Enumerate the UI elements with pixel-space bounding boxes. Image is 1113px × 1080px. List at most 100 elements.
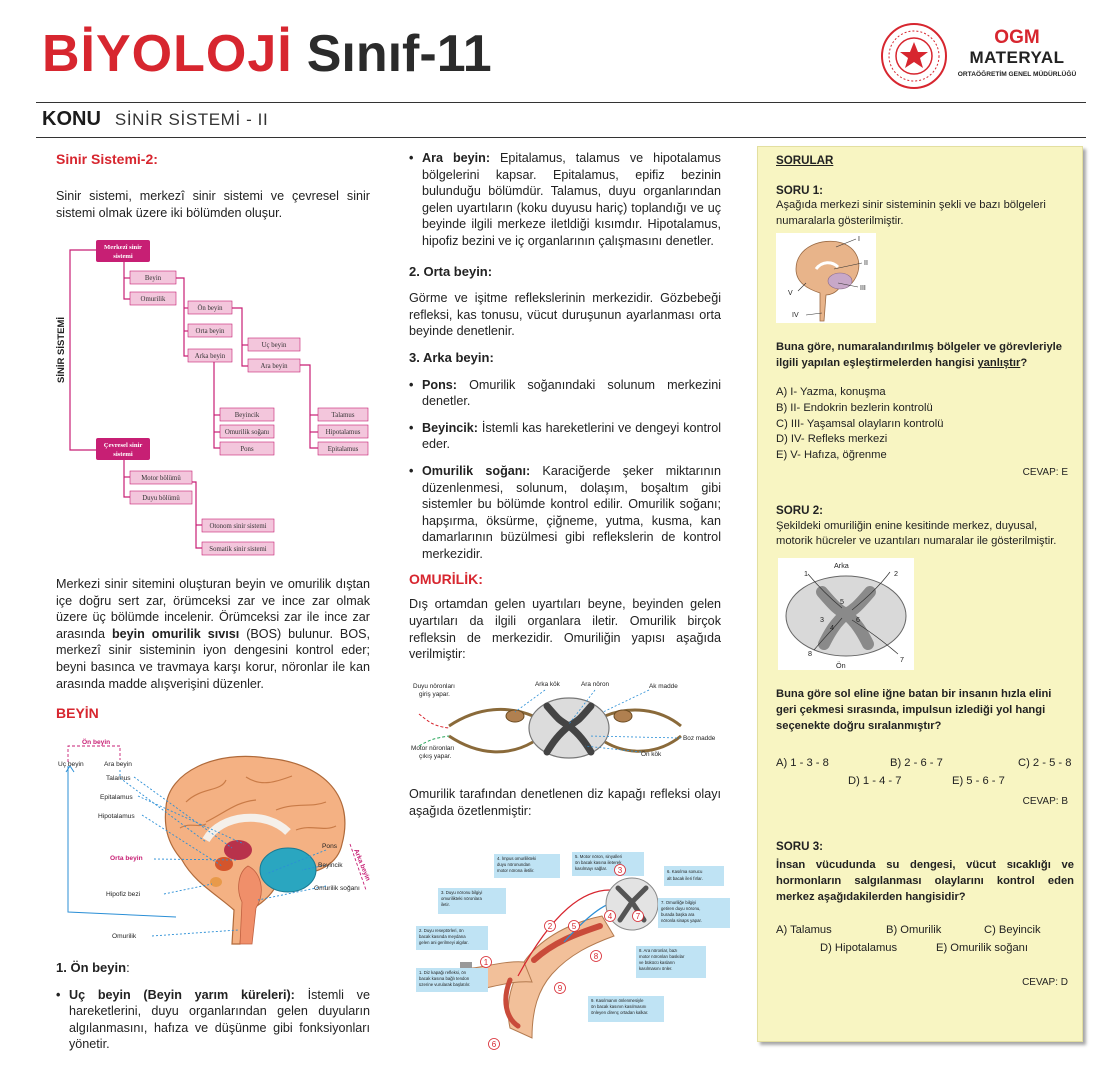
questions-heading: SORULAR bbox=[776, 154, 834, 167]
q1-text: Aşağıda merkezi sinir sisteminin şekli v… bbox=[776, 199, 1046, 227]
reflex-box-8-l4: kasılmasını önler. bbox=[639, 966, 672, 971]
reflex-box-5-l3: kasılmayı sağlar. bbox=[575, 866, 607, 871]
tree-node-beyin: Beyin bbox=[145, 275, 162, 282]
title-subject: BİYOLOJİ bbox=[42, 25, 293, 83]
q2-option-a[interactable]: A) 1 - 3 - 8 bbox=[776, 756, 829, 769]
section-title-omurilik: OMURİLİK: bbox=[409, 571, 483, 588]
cord-label-ak-madde: Ak madde bbox=[649, 683, 678, 690]
reflex-box-4-l3: motor nörona iletilir. bbox=[497, 868, 535, 873]
q3-question: İnsan vücudunda su dengesi, vücut sıcakl… bbox=[776, 858, 1074, 903]
q1-option-b[interactable]: B) II- Endokrin bezlerin kontrolü bbox=[776, 401, 933, 414]
q2-option-e[interactable]: E) 5 - 6 - 7 bbox=[952, 774, 1005, 787]
q1-option-d[interactable]: D) IV- Refleks merkezi bbox=[776, 433, 888, 446]
section-title-sinir-sistemi: Sinir Sistemi-2: bbox=[56, 151, 158, 167]
meninges-text-c: (BOS) bulunur. BOS, merkezî sinir sistem… bbox=[56, 626, 371, 691]
q1-option-c[interactable]: C) III- Yaşamsal olayların kontrolü bbox=[776, 417, 944, 430]
column-left-bottom: 1. Ön beyin: Uç beyin (Beyin yarım kürel… bbox=[56, 960, 370, 1053]
reflex-box-1-l2: bacak kasına bağlı tendon bbox=[419, 976, 470, 981]
q1-option-e[interactable]: E) V- Hafıza, öğrenme bbox=[776, 448, 887, 461]
q2-fig-arka: Arka bbox=[834, 561, 849, 570]
q3-option-b[interactable]: B) Omurilik bbox=[886, 923, 942, 936]
uc-beyin-bullet: Uç beyin (Beyin yarım küreleri): İstemli… bbox=[56, 987, 370, 1053]
q1-question-text: Buna göre, numaralandırılmış bölgeler ve… bbox=[776, 341, 1062, 370]
reflex-num-4: 4 bbox=[608, 912, 613, 921]
q1-fig-label-1: I bbox=[858, 236, 860, 243]
q2-option-c[interactable]: C) 2 - 5 - 8 bbox=[1018, 756, 1072, 769]
omurilik-sogani-text: Karaciğerde şeker miktarının düzenlenmes… bbox=[422, 463, 721, 561]
q3-option-a[interactable]: A) Talamus bbox=[776, 923, 832, 936]
topic-bar: KONU SİNİR SİSTEMİ - II bbox=[42, 108, 268, 131]
reflex-box-2-l2: bacak kasında meydana bbox=[419, 934, 466, 939]
brain-label-beyincik: Beyincik bbox=[318, 862, 343, 869]
ara-beyin-text: Epitalamus, talamus ve hipotalamus bölge… bbox=[422, 151, 721, 248]
on-beyin-heading-colon: : bbox=[126, 960, 130, 975]
orta-beyin-heading: 2. Orta beyin: bbox=[409, 263, 493, 279]
tree-node-talamus: Talamus bbox=[332, 412, 355, 419]
q1-fig-label-5: V bbox=[788, 290, 793, 297]
orta-beyin-paragraph: Görme ve işitme reflekslerinin merkezidi… bbox=[409, 291, 721, 339]
q3-heading: SORU 3: bbox=[776, 840, 824, 854]
q2-fig-num-7: 7 bbox=[900, 655, 904, 664]
reflex-box-7-l4: nöronla sinaps yapar. bbox=[661, 918, 702, 923]
brain-label-uc-beyin: Uç beyin bbox=[58, 761, 84, 768]
tree-node-epitalamus: Epitalamus bbox=[328, 446, 359, 453]
omurilik-paragraph: Dış ortamdan gelen uyartıları beyne, bey… bbox=[409, 597, 721, 662]
q1-heading: SORU 1: bbox=[776, 183, 824, 197]
uc-beyin-text: İstemli ve hareketlerini, duyu organları… bbox=[69, 987, 370, 1052]
q3-answer: CEVAP: D bbox=[1022, 976, 1068, 988]
q3-option-e[interactable]: E) Omurilik soğanı bbox=[936, 941, 1029, 954]
q3-options-row-2: D) Hipotalamus E) Omurilik soğanı bbox=[776, 941, 1074, 957]
arka-beyin-heading: 3. Arka beyin: bbox=[409, 349, 494, 365]
tree-node-arka-beyin: Arka beyin bbox=[195, 353, 226, 360]
q2-text: Şekildeki omuriliğin enine kesitinde mer… bbox=[776, 519, 1057, 548]
q2-option-d[interactable]: D) 1 - 4 - 7 bbox=[848, 774, 902, 787]
reflex-num-8: 8 bbox=[594, 952, 599, 961]
q3-option-d[interactable]: D) Hipotalamus bbox=[820, 941, 898, 954]
q2-heading: SORU 2: bbox=[776, 503, 824, 517]
pons-bullet: Pons: Omurilik soğanındaki solunum merke… bbox=[409, 377, 721, 410]
knee-reflex-diagram: 1. Diz kapağı refleksi, ön bacak kasına … bbox=[416, 852, 730, 1050]
q1-question-mark: ? bbox=[1020, 357, 1028, 370]
reflex-num-3: 3 bbox=[618, 866, 623, 875]
header-rule-bottom bbox=[36, 137, 1086, 138]
tree-label-cevresel-2: sistemi bbox=[113, 451, 133, 458]
cord-label-on-kok: Ön kök bbox=[641, 750, 662, 758]
tree-node-hipotalamus: Hipotalamus bbox=[326, 429, 361, 436]
brain-label-hipotalamus: Hipotalamus bbox=[98, 813, 135, 820]
reflex-box-4-l2: duyu nöronundan bbox=[497, 862, 531, 867]
reflex-box-4-l1: 4. İmpus omurilikteki bbox=[497, 856, 536, 861]
reflex-box-2-l1: 2. Duyu reseptörleri, ön bbox=[419, 928, 464, 933]
tree-node-omurilik: Omurilik bbox=[141, 296, 167, 303]
column-left-lower: Merkezi sinir sitemini oluşturan beyin v… bbox=[56, 576, 370, 722]
tree-node-somatik: Somatik sinir sistemi bbox=[209, 546, 267, 553]
diz-refleksi-intro: Omurilik tarafından denetlenen diz kapağ… bbox=[409, 786, 721, 819]
q1-brain-figure: I II III IV V bbox=[776, 233, 876, 324]
reflex-box-6-l1: 6. Kasılma sonucu bbox=[667, 869, 703, 874]
topic-label: KONU bbox=[42, 108, 101, 130]
uc-beyin-bold: Uç beyin (Beyin yarım küreleri): bbox=[69, 987, 295, 1002]
pons-bold: Pons: bbox=[422, 377, 457, 392]
meninges-text-bold: beyin omurilik sıvısı bbox=[111, 626, 240, 641]
page-title: BİYOLOJİ Sınıf-11 bbox=[42, 24, 492, 84]
q2-option-b[interactable]: B) 2 - 6 - 7 bbox=[890, 756, 943, 769]
q2-options-row-1: A) 1 - 3 - 8 B) 2 - 6 - 7 C) 2 - 5 - 8 bbox=[776, 756, 1074, 772]
tree-box-merkezi bbox=[96, 240, 150, 262]
tree-node-otonom: Otonom sinir sistemi bbox=[209, 523, 266, 530]
on-beyin-heading: 1. Ön beyin: bbox=[56, 960, 370, 977]
brain-label-orta-beyin: Orta beyin bbox=[110, 855, 143, 862]
diz-refleksi-paragraph: Omurilik tarafından denetlenen diz kapağ… bbox=[409, 787, 721, 818]
cord-label-motor-1: Motor nöronları bbox=[411, 745, 455, 752]
cord-label-duyu-1: Duyu nöronları bbox=[413, 683, 455, 690]
ogm-materyal-logo: OGM MATERYAL ORTAÖĞRETİM GENEL MÜDÜRLÜĞÜ bbox=[952, 28, 1082, 80]
tree-node-motor: Motor bölümü bbox=[141, 475, 181, 482]
q3-options-row-1: A) Talamus B) Omurilik C) Beyincik bbox=[776, 923, 1074, 939]
q2-options-row-2: D) 1 - 4 - 7 E) 5 - 6 - 7 bbox=[776, 774, 1074, 790]
q1-options: A) I- Yazma, konuşma B) II- Endokrin bez… bbox=[776, 385, 1074, 463]
q1-option-a[interactable]: A) I- Yazma, konuşma bbox=[776, 386, 886, 399]
q3-option-c[interactable]: C) Beyincik bbox=[984, 923, 1041, 936]
ara-beyin-bold: Ara beyin: bbox=[422, 151, 491, 165]
reflex-num-1: 1 bbox=[484, 958, 489, 967]
cord-label-motor-2: çıkış yapar. bbox=[419, 753, 452, 760]
reflex-box-9-l3: önleyen direnç ortadan kalkar. bbox=[591, 1010, 648, 1015]
column-middle: Ara beyin: Epitalamus, talamus ve hipota… bbox=[409, 150, 721, 663]
